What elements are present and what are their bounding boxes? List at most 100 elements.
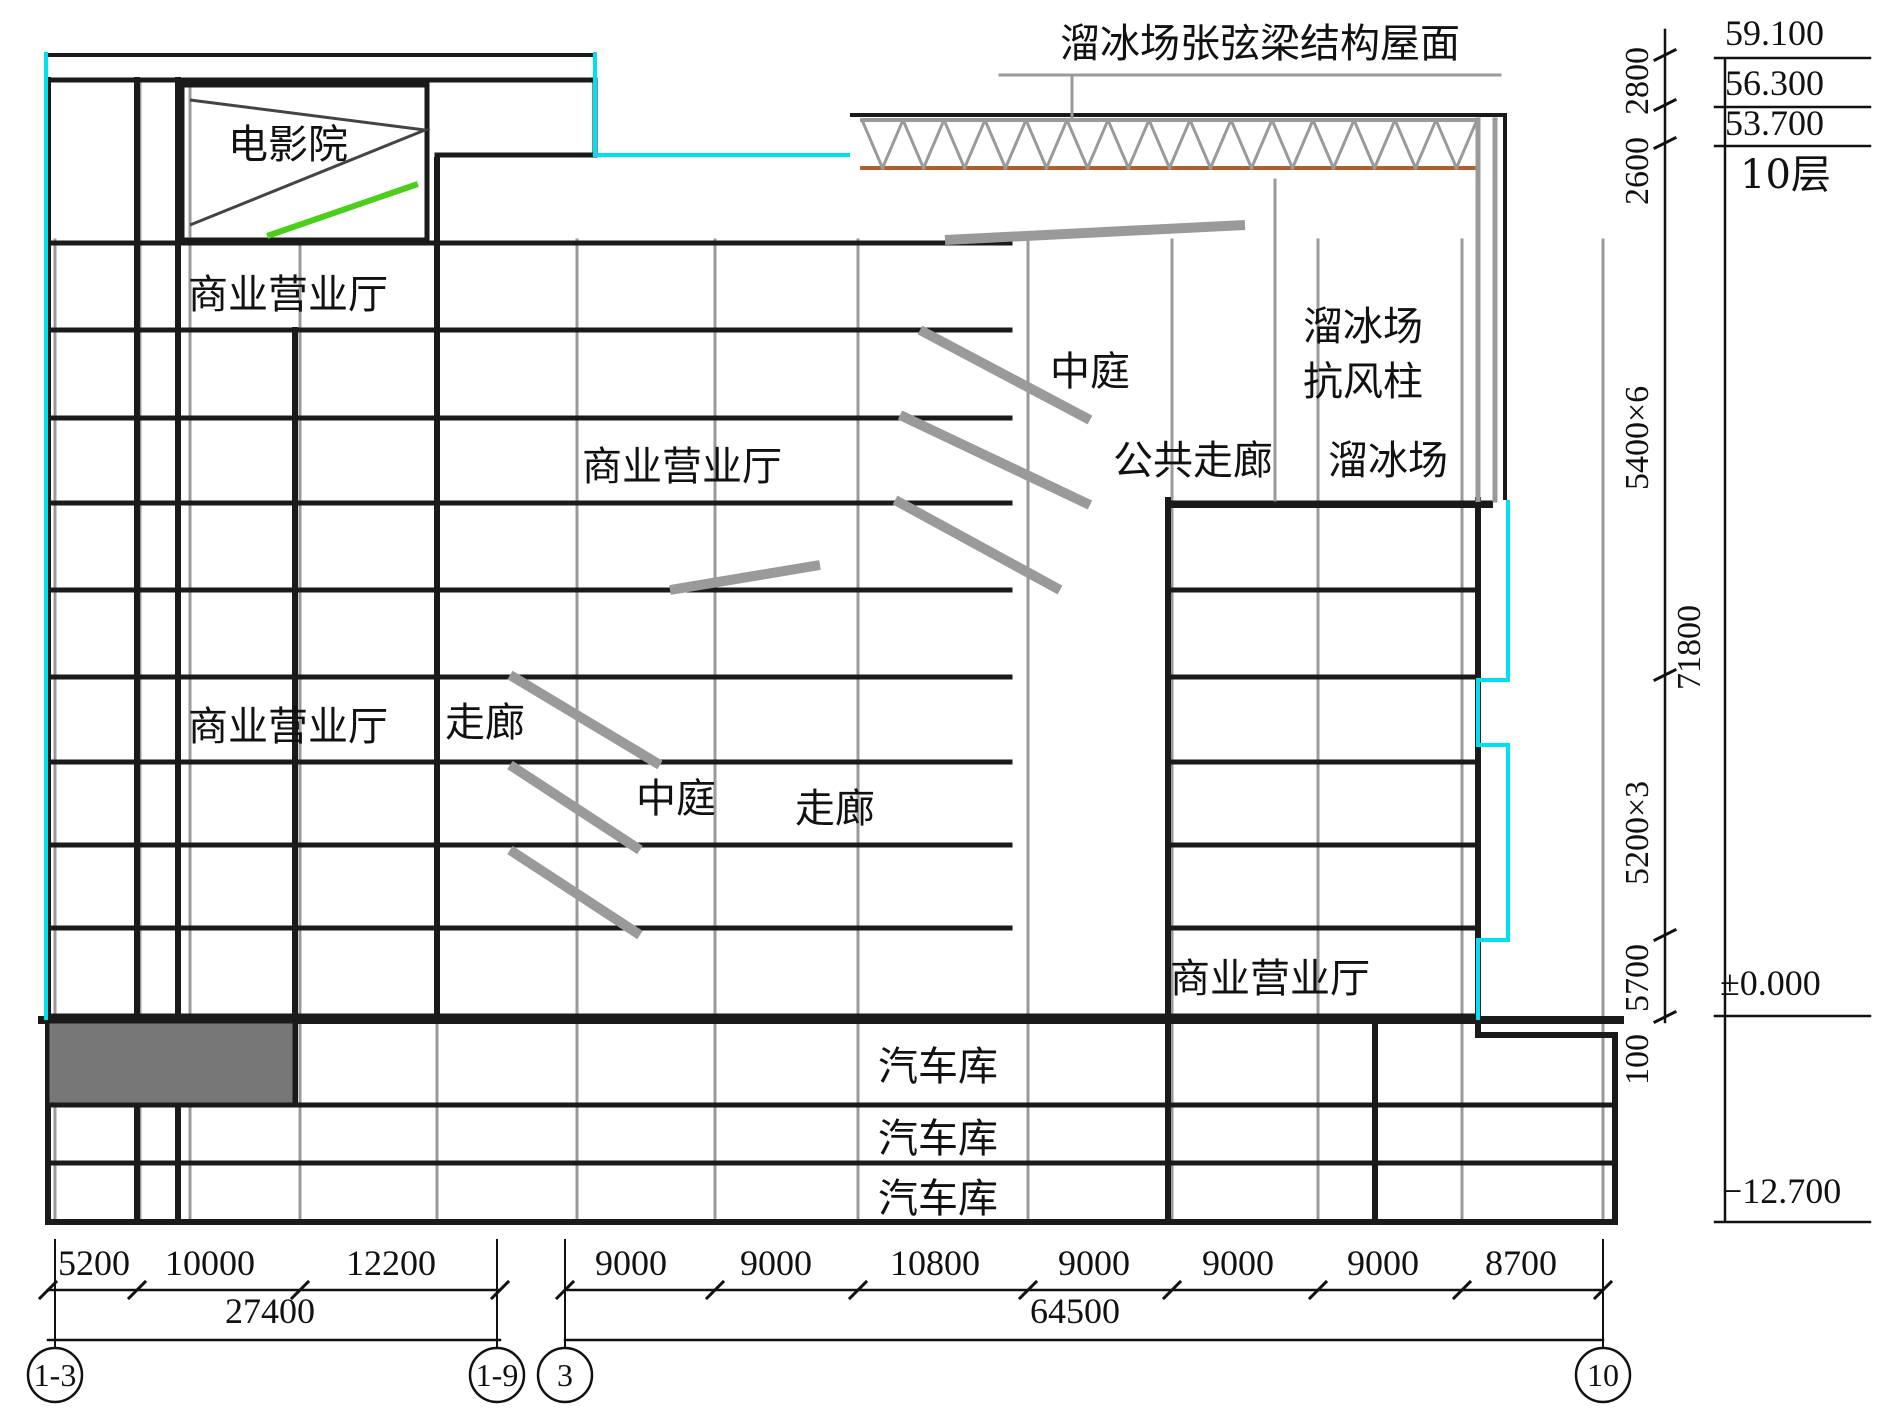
corridor-label-right: 走廊 (795, 786, 875, 832)
atrium-escalator (917, 325, 1093, 425)
truss-web (1085, 118, 1110, 170)
curtain-wall (44, 52, 1510, 1020)
cinema-seating-rake (266, 181, 419, 239)
truss-web (1188, 118, 1213, 170)
truss-web (1249, 118, 1274, 170)
hdim-right-4: 9000 (1058, 1243, 1130, 1283)
curtain-wall-upper (593, 52, 850, 157)
elevation-basement: −12.700 (1722, 1171, 1841, 1211)
hdim-right-1: 9000 (595, 1243, 667, 1283)
dimension-tick (1451, 1279, 1473, 1301)
wind-column-label-2: 抗风柱 (1303, 359, 1423, 405)
truss-web (1393, 118, 1418, 170)
cinema-box (179, 82, 430, 243)
dimension-tick (1652, 667, 1678, 683)
hdim-right-2: 9000 (740, 1243, 812, 1283)
atrium-escalator (507, 760, 643, 855)
vdim-5200x3: 5200×3 (1619, 781, 1656, 885)
elevation-ground: ±0.000 (1720, 963, 1821, 1003)
truss-web (1024, 118, 1049, 170)
hdim-right-6: 9000 (1347, 1243, 1419, 1283)
hdim-right-7: 8700 (1485, 1243, 1557, 1283)
hdim-left-2: 10000 (165, 1243, 255, 1283)
atrium-label-lower: 中庭 (636, 776, 716, 822)
truss-web (983, 118, 1008, 170)
axis-bubble-3: 3 (536, 1346, 594, 1404)
truss-web (1290, 118, 1315, 170)
svg-text:1-9: 1-9 (476, 1357, 519, 1393)
truss-web (1352, 118, 1377, 170)
truss-web (1106, 118, 1131, 170)
svg-text:3: 3 (557, 1357, 573, 1393)
truss-web (1413, 118, 1438, 170)
truss-web (901, 118, 926, 170)
truss-web (1270, 118, 1295, 170)
public-corridor-label: 公共走廊 (1113, 438, 1273, 484)
truss-web (1229, 118, 1254, 170)
garage-label-b1: 汽车库 (878, 1044, 998, 1090)
atrium-escalator (892, 495, 1063, 595)
atrium-escalator (507, 845, 643, 940)
commercial-hall-label-middle: 商业营业厅 (582, 444, 782, 490)
cinema-projection-wedge (189, 98, 431, 227)
vdim-71800: 71800 (1671, 605, 1708, 690)
dimension-tick (1652, 927, 1678, 943)
vdim-5400x6: 5400×6 (1619, 386, 1656, 490)
dimension-lines (37, 28, 1872, 1349)
truss-web (880, 118, 905, 170)
wind-column-label-1: 溜冰场 (1303, 304, 1423, 350)
commercial-hall-label-top: 商业营业厅 (188, 272, 388, 318)
vdim-2600: 2600 (1619, 137, 1656, 205)
truss-web (921, 118, 946, 170)
axis-bubble-10: 10 (1574, 1346, 1632, 1404)
dimension-tick (1652, 135, 1678, 151)
commercial-hall-label-ground: 商业营业厅 (1170, 956, 1370, 1002)
truss-web (962, 118, 987, 170)
floor-tag-10: 10层 (1740, 152, 1831, 198)
truss-web (1434, 118, 1459, 170)
elevation-53700: 53.700 (1725, 103, 1824, 143)
atrium-escalator (507, 670, 663, 770)
top-parapet (48, 53, 597, 82)
rink-frame (850, 113, 1507, 500)
dimension-tick (37, 1279, 59, 1301)
elevation-56300: 56.300 (1725, 63, 1824, 103)
dimension-tick (489, 1279, 511, 1301)
truss-web (1208, 118, 1233, 170)
roof-title: 溜冰场张弦梁结构屋面 (1060, 21, 1460, 67)
svg-text:10: 10 (1587, 1357, 1619, 1393)
dimension-tick (1652, 97, 1678, 113)
dimension-tick (1017, 1279, 1039, 1301)
garage-label-b3: 汽车库 (878, 1176, 998, 1222)
dimension-tick (289, 1279, 311, 1301)
dimension-tick (1652, 1009, 1678, 1025)
atrium-escalator (944, 220, 1246, 245)
truss-web (1065, 118, 1090, 170)
skating-rink-label: 溜冰场 (1328, 438, 1448, 484)
commercial-hall-label-lower: 商业营业厅 (188, 704, 388, 750)
vdim-100: 100 (1619, 1034, 1656, 1085)
hdim-right-total: 64500 (1030, 1291, 1120, 1331)
truss-web (1167, 118, 1192, 170)
cinema-label: 电影院 (228, 122, 348, 168)
axis-bubble-1-9: 1-9 (468, 1346, 526, 1404)
basement-shaded-block (46, 1020, 296, 1106)
vdim-5700: 5700 (1619, 944, 1656, 1012)
dimension-tick (126, 1279, 148, 1301)
dimension-tick (1307, 1279, 1329, 1301)
svg-text:1-3: 1-3 (34, 1357, 77, 1393)
hdim-left-total: 27400 (225, 1291, 315, 1331)
elevation-59100: 59.100 (1725, 13, 1824, 53)
atrium-label-upper: 中庭 (1050, 349, 1130, 395)
truss-web (1126, 118, 1151, 170)
atrium-escalator (669, 560, 821, 595)
dimension-tick (847, 1279, 869, 1301)
hdim-right-5: 9000 (1202, 1243, 1274, 1283)
truss-web (1372, 118, 1397, 170)
section-details (189, 73, 1507, 940)
hdim-left-1: 5200 (58, 1243, 130, 1283)
hdim-right-3: 10800 (890, 1243, 980, 1283)
truss-web (1331, 118, 1356, 170)
truss-web (860, 118, 885, 170)
